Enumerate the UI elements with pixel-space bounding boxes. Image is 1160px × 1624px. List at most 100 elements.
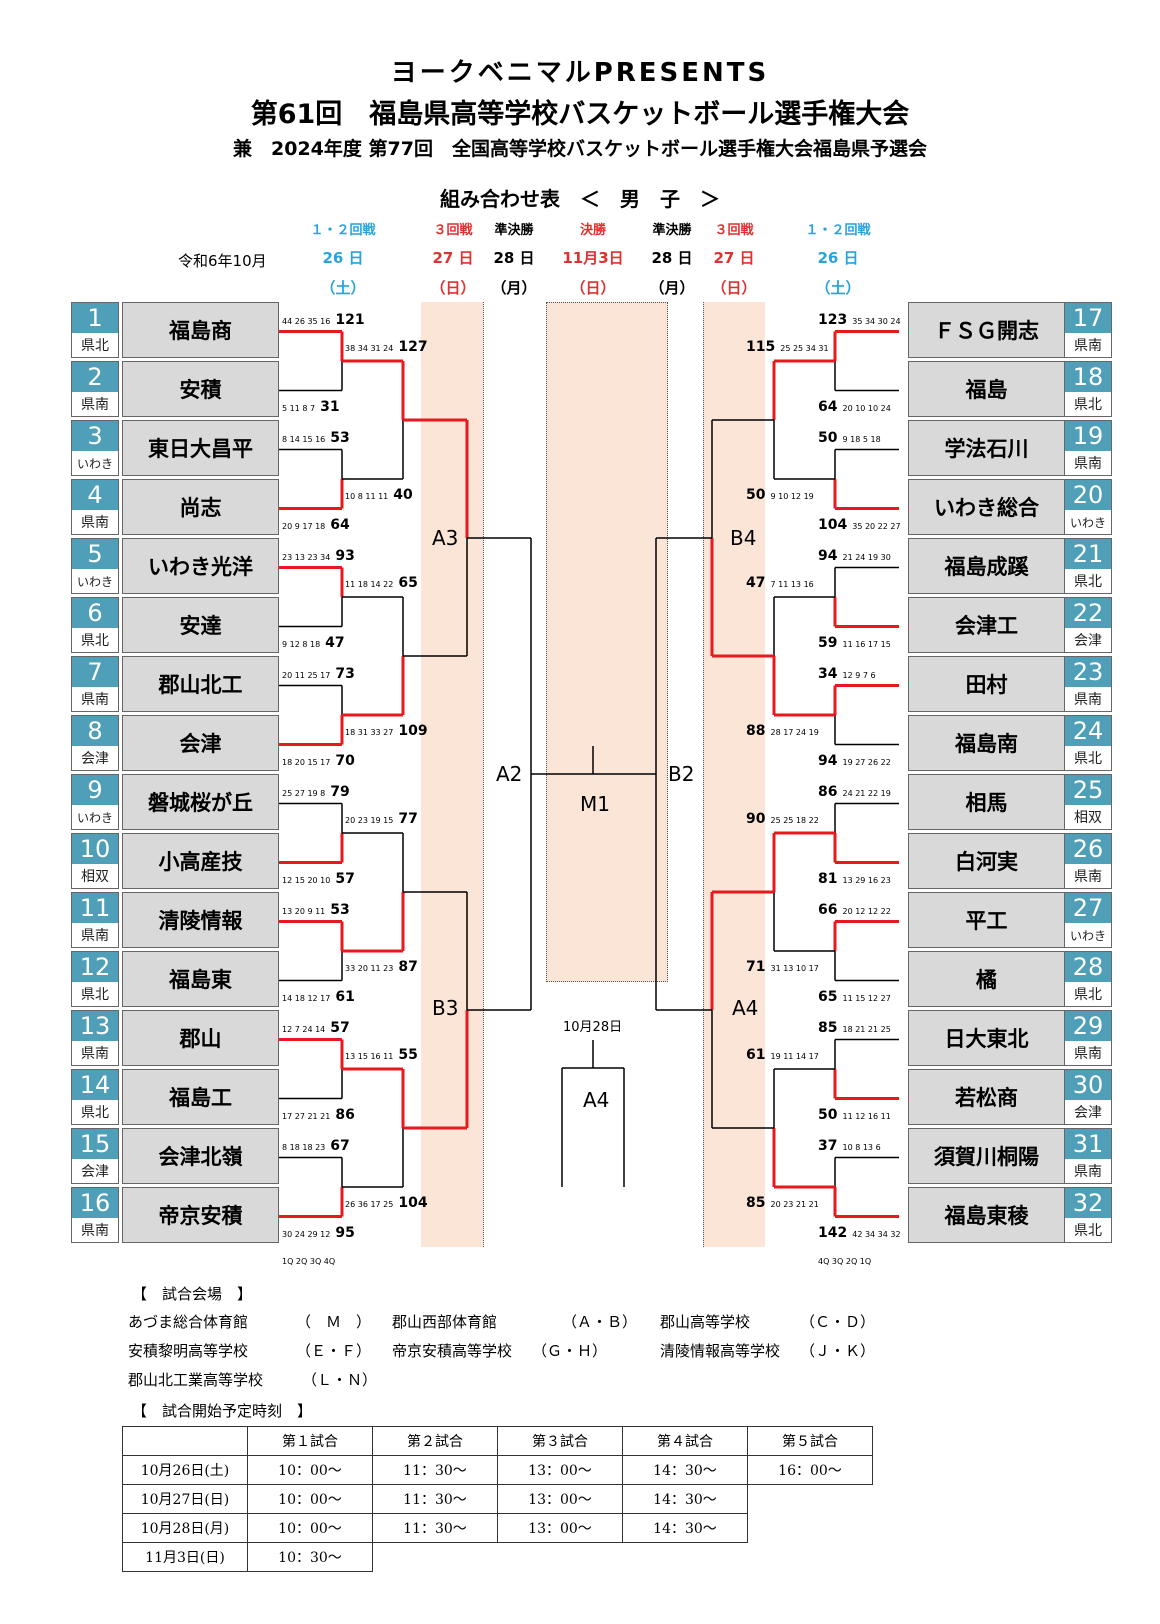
- round-header-round: ３回戦: [433, 223, 473, 238]
- schedule-cell: [748, 1543, 873, 1572]
- venue-name: 郡山北工業高等学校: [128, 1371, 264, 1389]
- team-region: 県南: [81, 928, 109, 944]
- quarter-scores: 18 31 33 27: [345, 728, 394, 737]
- score-total: 104: [818, 516, 848, 533]
- quarter-scores: 8 14 15 16: [282, 434, 326, 444]
- quarter-scores: 21 24 19 30: [842, 552, 891, 562]
- score-total: 34: [818, 665, 838, 682]
- quarter-scores: 35 20 22 27: [852, 521, 901, 531]
- team-number: 13: [72, 1011, 118, 1041]
- team-region: 県北: [1074, 751, 1102, 767]
- team-name: 相馬: [908, 774, 1065, 830]
- quarter-scores: 12 7 24 14: [282, 1024, 326, 1034]
- team-name: 福島南: [908, 715, 1065, 771]
- quarter-scores: 9 18 5 18: [842, 434, 881, 444]
- score-total: 88: [746, 723, 766, 739]
- team-name: 平工: [908, 892, 1065, 948]
- team-region: 県南: [1074, 456, 1102, 472]
- team-region: 相双: [1074, 810, 1102, 826]
- quarter-scores: 11 18 14 22: [345, 580, 394, 589]
- team-region: 県北: [1074, 574, 1102, 590]
- quarter-scores: 35 34 30 24: [852, 316, 901, 326]
- quarter-scores: 24 21 22 19: [842, 788, 891, 798]
- score-total: 123: [818, 311, 848, 328]
- score-total: 50: [746, 487, 766, 503]
- band-right-round3: [703, 302, 765, 1247]
- team-number: 12: [72, 952, 118, 982]
- score-total: 86: [335, 1106, 355, 1123]
- team-name: 日大東北: [908, 1010, 1065, 1066]
- team-name: 会津北嶺: [122, 1128, 279, 1184]
- team-name: 磐城桜が丘: [122, 774, 279, 830]
- quarter-legend-right: 4Q 3Q 2Q 1Q: [818, 1257, 872, 1266]
- team-number: 4: [72, 480, 118, 510]
- team-region: いわき: [1069, 516, 1106, 530]
- score-total: 61: [746, 1047, 766, 1063]
- score-total: 85: [818, 1019, 838, 1036]
- team-region: 相双: [81, 869, 109, 885]
- team-number: 11: [72, 893, 118, 923]
- round-header-date: 27 日: [432, 249, 474, 267]
- team-name: 田村: [908, 656, 1065, 712]
- schedule-cell: 11：30〜: [372, 1513, 498, 1543]
- team-name: 福島東: [122, 951, 279, 1007]
- label-b4: B4: [730, 526, 757, 550]
- team-region: いわき: [76, 457, 113, 471]
- schedule-cell: 13：00〜: [497, 1513, 623, 1543]
- label-a3: A3: [432, 526, 459, 550]
- team-region: 会津: [81, 751, 109, 767]
- score-total: 65: [398, 575, 418, 591]
- team-number: 14: [72, 1070, 118, 1100]
- quarter-scores: 13 15 16 11: [345, 1052, 394, 1061]
- score-total: 142: [818, 1224, 848, 1241]
- team-name: 橘: [908, 951, 1065, 1007]
- round-header-date: 28 日: [493, 249, 535, 267]
- venue-code: （ Ｍ ）: [296, 1313, 372, 1331]
- quarter-scores: 30 24 29 12: [282, 1229, 331, 1239]
- team-region: 県北: [1074, 987, 1102, 1003]
- schedule-row: 10月28日(月)10：00〜11：30〜13：00〜14：30〜: [122, 1513, 873, 1543]
- team-region: 県南: [1074, 692, 1102, 708]
- quarter-scores: 19 27 26 22: [842, 757, 891, 767]
- team-region: 県南: [81, 1223, 109, 1239]
- team-name: 須賀川桐陽: [908, 1128, 1065, 1184]
- schedule-header-row: 第１試合第２試合第３試合第４試合第５試合: [122, 1426, 873, 1456]
- score-total: 70: [335, 752, 355, 769]
- quarter-scores: 31 13 10 17: [770, 964, 819, 973]
- team-number: 17: [1065, 303, 1111, 333]
- round-header-round: １・２回戦: [310, 223, 376, 238]
- team-region: いわき: [76, 575, 113, 589]
- round-header-date: 26 日: [322, 249, 364, 267]
- score-total: 50: [818, 1106, 838, 1123]
- schedule-cell: 第２試合: [372, 1426, 498, 1456]
- score-entry: 86 24 21 22 19: [818, 781, 891, 800]
- team-number: 1: [72, 303, 118, 333]
- round-header-dow: （日）: [570, 279, 616, 297]
- score-total: 86: [818, 783, 838, 800]
- divider-right: [703, 302, 704, 1247]
- team-name: 尚志: [122, 479, 279, 535]
- schedule-cell: [748, 1514, 873, 1543]
- venue-name: 清陵情報高等学校: [660, 1342, 781, 1360]
- schedule-heading: 【 試合開始予定時刻 】: [132, 1402, 313, 1420]
- score-total: 47: [746, 575, 766, 591]
- schedule-cell: 10月28日(月): [122, 1513, 248, 1543]
- team-number: 7: [72, 657, 118, 687]
- team-name: 小高産技: [122, 833, 279, 889]
